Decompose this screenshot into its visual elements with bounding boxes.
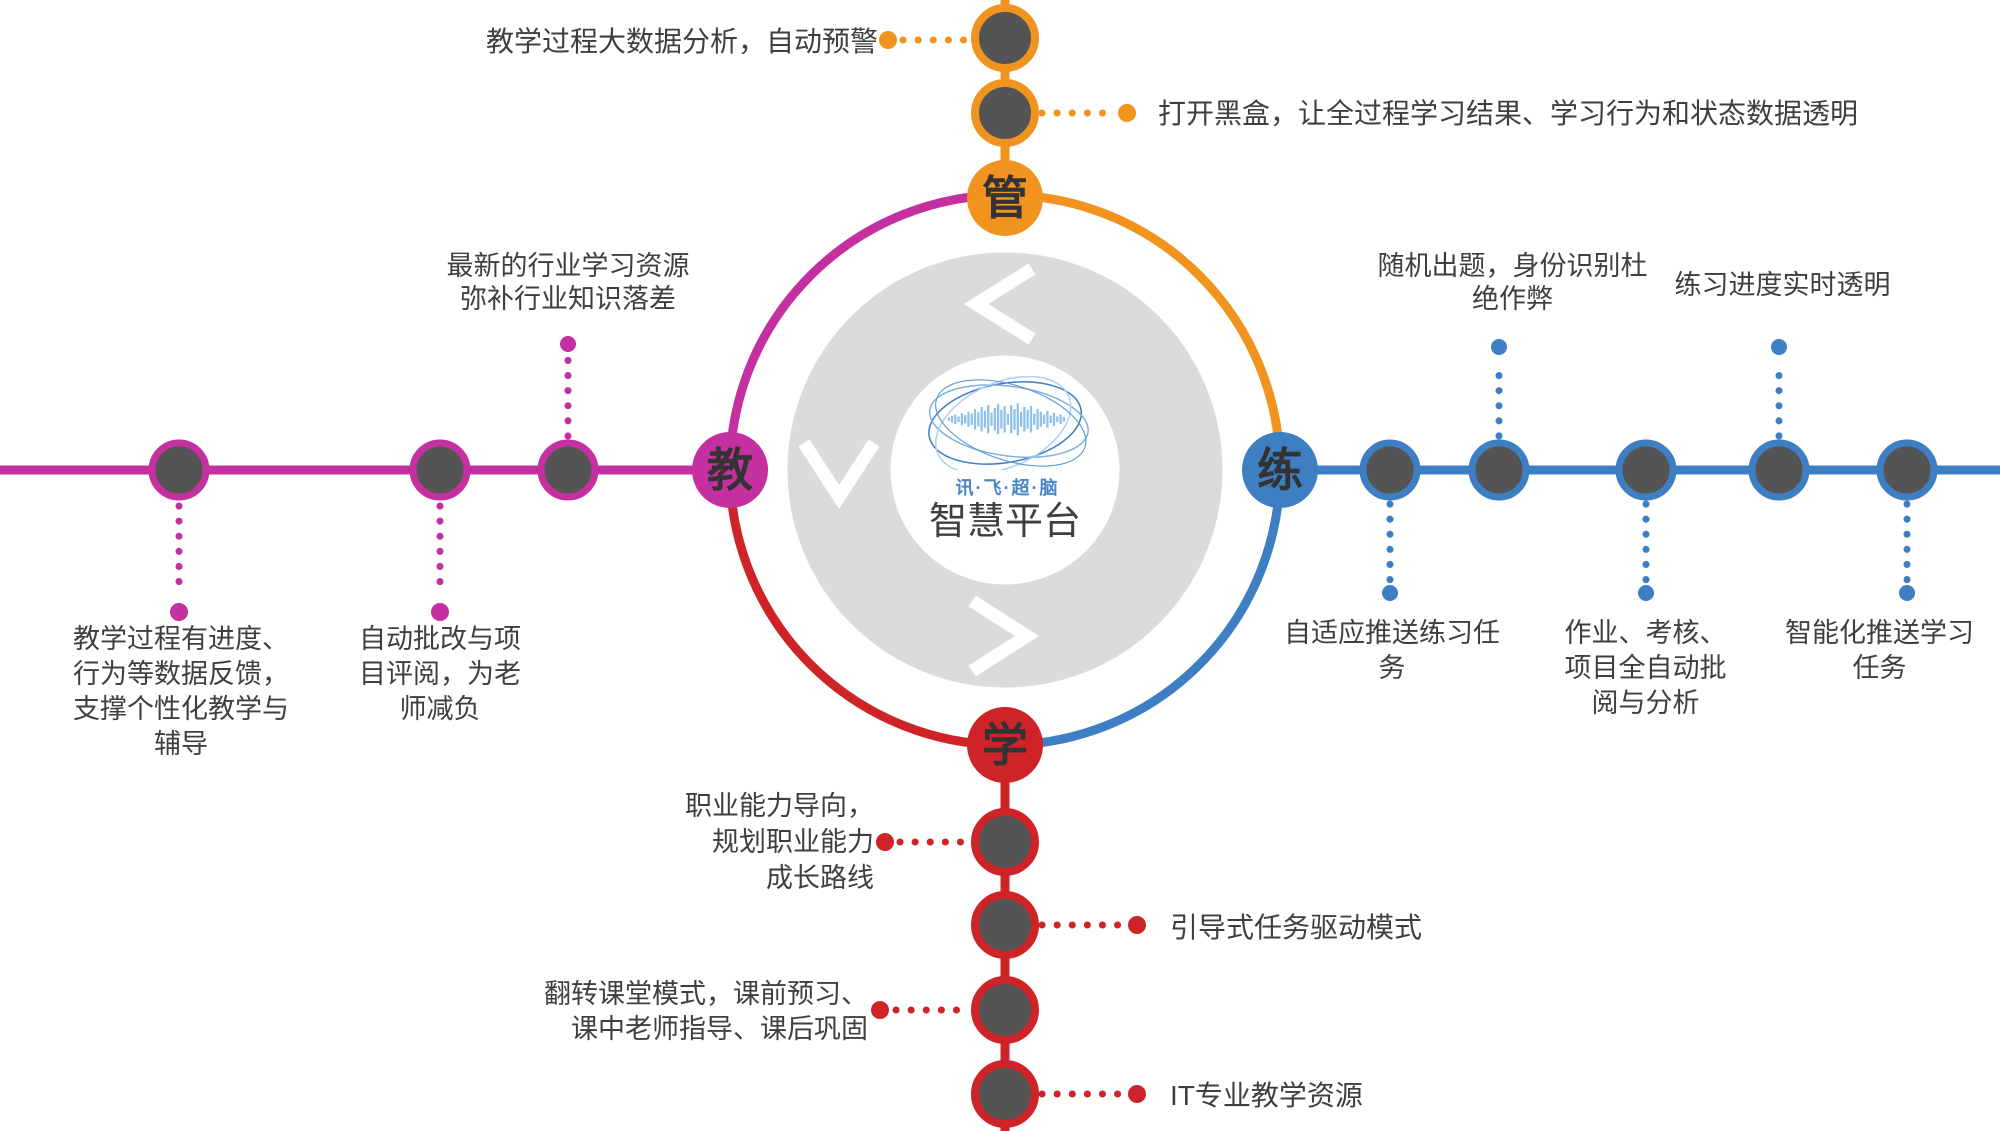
annotation-teach-3: 自动批改与项 目评阅，为老 师减负 xyxy=(359,624,521,724)
annotation-teach-2: 教学过程有进度、 行为等数据反馈， 支撑个性化教学与 辅导 xyxy=(73,624,289,759)
annotation-learn-4: IT专业教学资源 xyxy=(1170,1080,1363,1111)
cycle-arrow-bottom-icon xyxy=(968,595,1040,677)
learn-connector-dots xyxy=(871,833,1146,1103)
annotation-manage-1: 教学过程大数据分析，自动预警 xyxy=(485,26,878,57)
hub-node-manage xyxy=(967,160,1043,236)
practice-connector-dots xyxy=(1382,339,1915,601)
soundwave-icon xyxy=(947,403,1065,436)
ring-arc-teach xyxy=(725,190,1006,471)
learn-dotted-connectors xyxy=(892,838,1126,1098)
hub-label-learn: 学 xyxy=(982,719,1028,771)
learn-chain-nodes xyxy=(971,808,1039,1128)
hub-label-practice: 练 xyxy=(1257,444,1303,496)
ring-arc-learn xyxy=(725,469,1006,750)
cycle-arrow-left-icon xyxy=(798,439,880,509)
practice-dotted-connectors xyxy=(1386,358,1911,584)
teach-chain-nodes xyxy=(148,439,599,501)
annotation-learn-1: 职业能力导向， 规划职业能力 成长路线 xyxy=(685,791,874,893)
ring-arc-manage xyxy=(1004,190,1285,471)
hub-label-manage: 管 xyxy=(982,172,1028,224)
teach-connector-dots xyxy=(170,336,576,621)
hub-node-learn xyxy=(967,707,1043,783)
brand-text: 讯·飞·超·脑 xyxy=(955,478,1060,498)
hub-node-practice xyxy=(1242,432,1318,508)
manage-chain-nodes xyxy=(971,4,1039,147)
practice-chain-nodes xyxy=(1359,439,1938,501)
annotation-teach-1: 最新的行业学习资源 弥补行业知识落差 xyxy=(446,251,690,314)
annotation-learn-2: 引导式任务驱动模式 xyxy=(1170,912,1423,943)
annotation-manage-2: 打开黑盒，让全过程学习结果、学习行为和状态数据透明 xyxy=(1158,98,1859,129)
annotation-practice-2: 练习进度实时透明 xyxy=(1674,270,1891,300)
cycle-arrow-top-icon xyxy=(963,263,1036,345)
annotation-practice-3: 自适应推送练习任 务 xyxy=(1284,618,1500,683)
teach-dotted-connectors xyxy=(175,354,572,600)
manage-dotted-connectors xyxy=(899,36,1116,117)
annotation-practice-4: 作业、考核、 项目全自动批 阅与分析 xyxy=(1564,618,1727,718)
hub-node-teach xyxy=(692,432,768,508)
hub-label-teach: 教 xyxy=(707,444,753,496)
platform-title: 智慧平台 xyxy=(928,501,1081,543)
annotation-learn-3: 翻转课堂模式，课前预习、 课中老师指导、课后巩固 xyxy=(544,979,868,1044)
manage-connector-dots xyxy=(879,31,1136,122)
brand-logo-icon xyxy=(928,376,1089,470)
annotation-practice-1: 随机出题，身份识别杜 绝作弊 xyxy=(1377,251,1648,314)
annotation-practice-5: 智能化推送学习 任务 xyxy=(1785,618,1974,683)
cycle-band xyxy=(787,252,1223,688)
ring-arc-practice xyxy=(1004,469,1285,750)
